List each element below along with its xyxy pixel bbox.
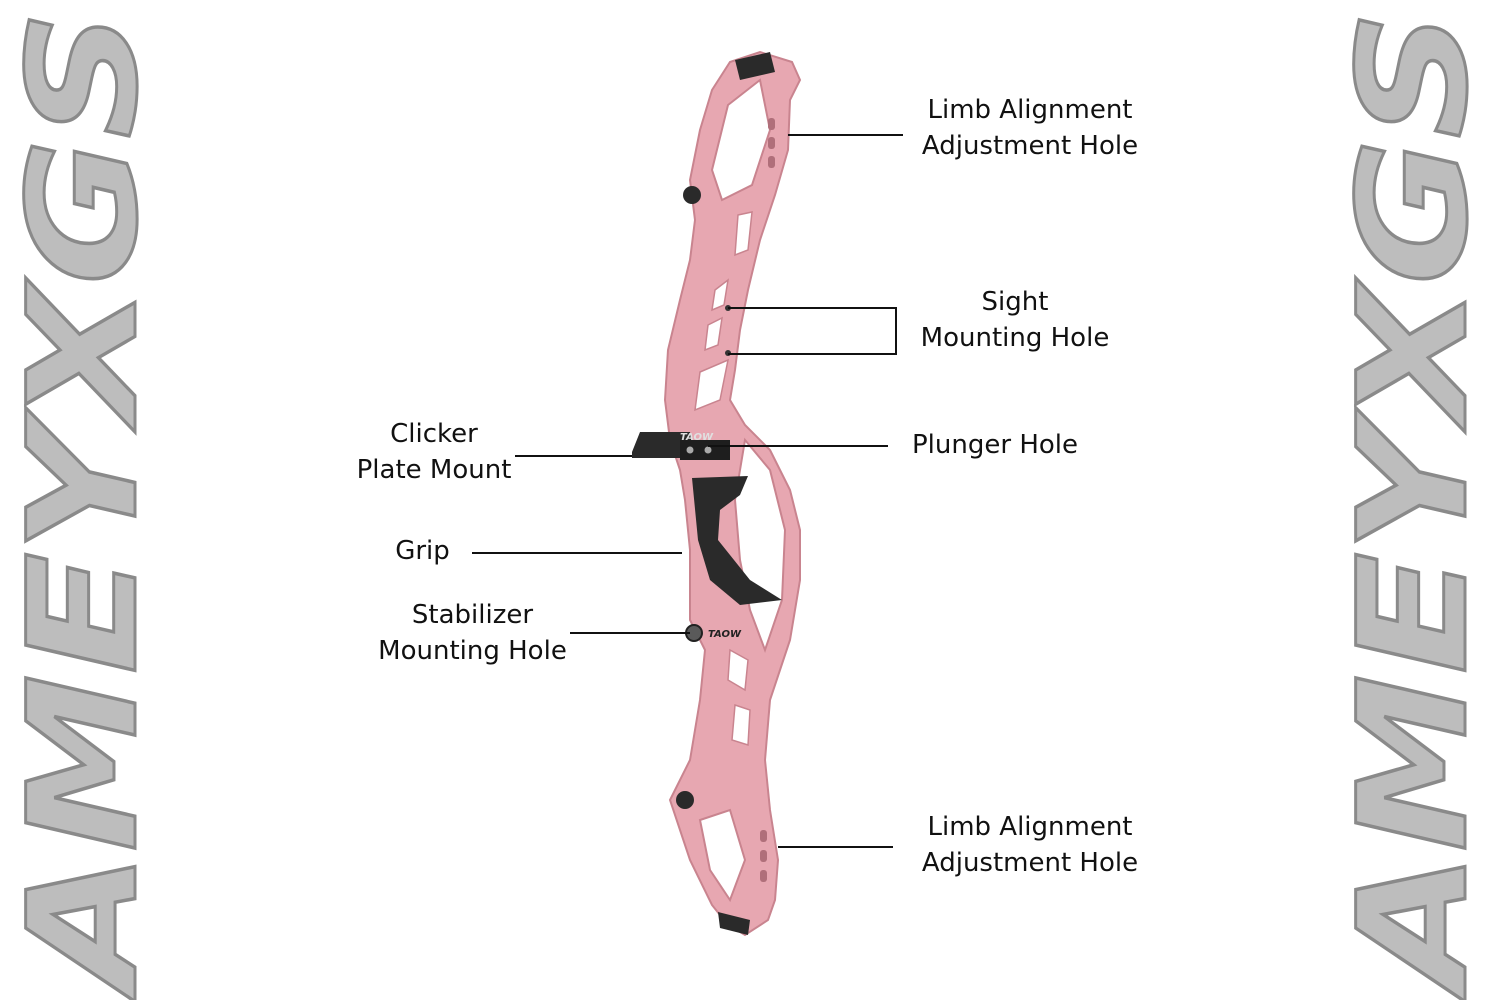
lower-limb-pocket-cutout (698, 808, 747, 903)
upper-slot-2 (768, 137, 775, 149)
label-grip: Grip (370, 533, 475, 569)
upper-limb-pocket (735, 52, 775, 80)
riser-brand-text-lower: TAOW (708, 629, 742, 640)
upper-window-2 (711, 278, 730, 312)
label-sight-mounting: Sight Mounting Hole (905, 284, 1125, 356)
brand-watermark-right: AMEYXGS (1330, 8, 1490, 1000)
brand-watermark-left-text: AMEYXGS (0, 10, 160, 1000)
leader-sight (728, 307, 897, 355)
label-limb-alignment-top: Limb Alignment Adjustment Hole (905, 92, 1155, 164)
label-limb-alignment-bottom-line2: Adjustment Hole (921, 848, 1139, 878)
label-clicker-line1: Clicker (390, 419, 478, 449)
plunger-hole-icon-2 (704, 446, 712, 454)
lower-limb-pocket (718, 912, 750, 935)
brand-watermark-right-text: AMEYXGS (1330, 10, 1490, 1000)
label-limb-alignment-bottom: Limb Alignment Adjustment Hole (905, 809, 1155, 881)
label-limb-alignment-bottom-line1: Limb Alignment (927, 812, 1133, 842)
lower-slot-2 (760, 850, 767, 862)
label-sight-line2: Mounting Hole (920, 323, 1110, 353)
upper-limb-bolt (683, 186, 701, 204)
upper-limb-pocket-cutout (710, 78, 772, 202)
plunger-hole-icon (686, 446, 694, 454)
upper-slot-3 (768, 156, 775, 168)
label-clicker-plate: Clicker Plate Mount (344, 416, 524, 488)
label-grip-line1: Grip (395, 536, 450, 566)
label-plunger-hole: Plunger Hole (895, 427, 1095, 463)
label-clicker-line2: Plate Mount (356, 455, 512, 485)
label-stabilizer-line1: Stabilizer (411, 600, 534, 630)
upper-window-3 (704, 316, 723, 352)
upper-slot-1 (768, 118, 775, 130)
leader-lines (472, 134, 903, 848)
brand-watermark-left: AMEYXGS (0, 8, 160, 1000)
label-limb-alignment-top-line2: Adjustment Hole (921, 131, 1139, 161)
lower-window-1 (727, 648, 749, 692)
lower-slot-1 (760, 830, 767, 842)
upper-window-1 (734, 211, 753, 257)
label-sight-line1: Sight (981, 287, 1049, 317)
lower-slot-3 (760, 870, 767, 882)
label-stabilizer-mounting: Stabilizer Mounting Hole (365, 597, 580, 669)
label-limb-alignment-top-line1: Limb Alignment (927, 95, 1133, 125)
lower-window-2 (731, 703, 751, 747)
label-stabilizer-line2: Mounting Hole (378, 636, 567, 666)
lower-limb-bolt (676, 791, 694, 809)
label-plunger-line1: Plunger Hole (912, 430, 1078, 460)
upper-window-4 (694, 358, 730, 412)
clicker-plate (632, 432, 695, 458)
riser-brand-text-upper: TAOW (680, 432, 714, 443)
grip-shape (692, 476, 782, 605)
